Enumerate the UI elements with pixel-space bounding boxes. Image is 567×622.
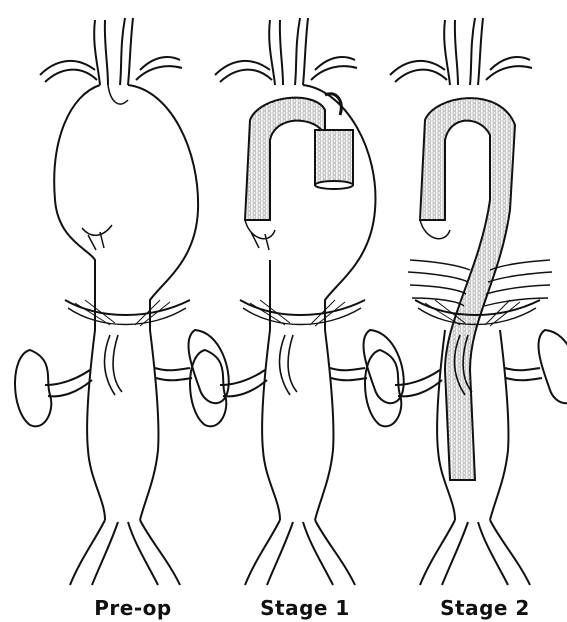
label-stage1: Stage 1 <box>230 596 380 620</box>
panel-stage1 <box>190 18 404 585</box>
panel-preop <box>15 18 229 585</box>
panel-stage2 <box>365 18 567 585</box>
label-preop: Pre-op <box>58 596 208 620</box>
label-stage2: Stage 2 <box>410 596 560 620</box>
illustration <box>0 0 567 590</box>
